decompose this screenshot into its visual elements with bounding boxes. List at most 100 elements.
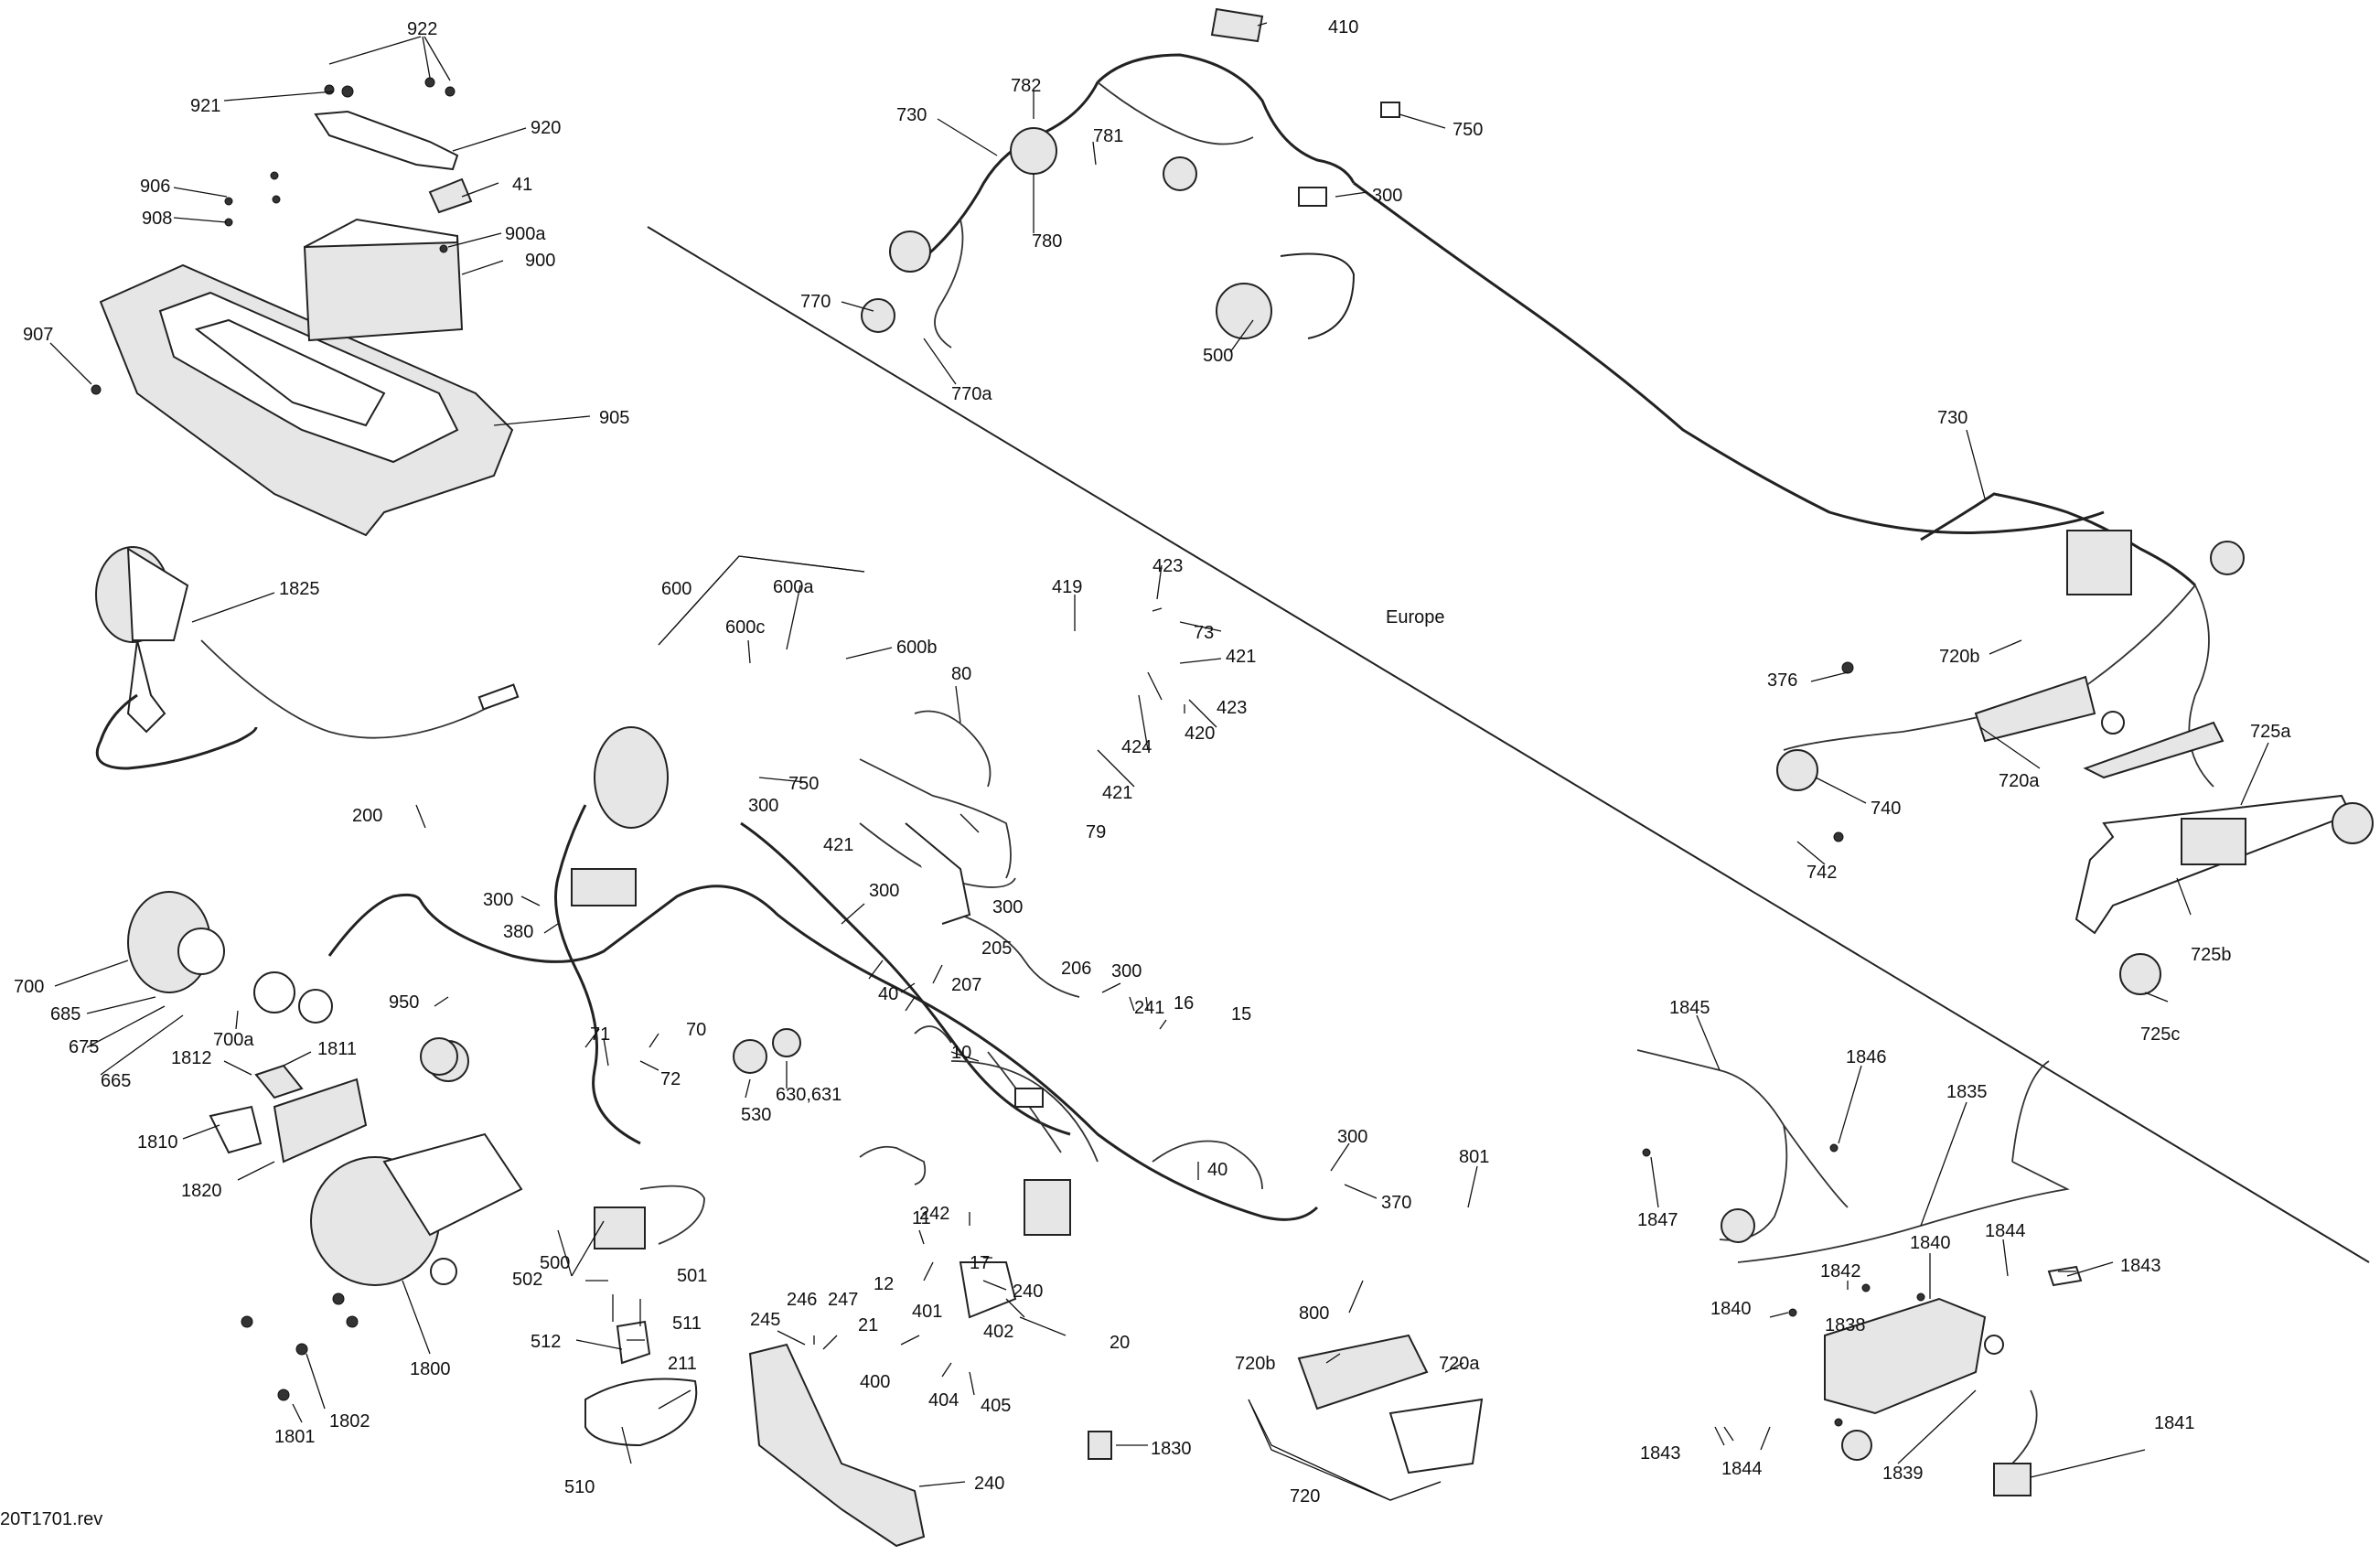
- callout-750-top: 750: [1453, 120, 1483, 140]
- callout-17: 17: [970, 1253, 990, 1273]
- callout-1843-a: 1843: [2120, 1256, 2161, 1276]
- callout-1801: 1801: [274, 1427, 316, 1447]
- callout-10: 10: [951, 1043, 971, 1063]
- callout-419: 419: [1052, 577, 1082, 597]
- callout-300-right: 300: [1337, 1127, 1367, 1147]
- callout-720a-right: 720a: [1999, 771, 2040, 791]
- callout-685: 685: [50, 1004, 80, 1024]
- callout-370: 370: [1381, 1193, 1411, 1213]
- callout-780: 780: [1032, 231, 1062, 252]
- callout-1843-b: 1843: [1640, 1443, 1681, 1464]
- main-harness-group: [327, 710, 1319, 1236]
- callout-782: 782: [1011, 76, 1041, 96]
- callout-421-b: 421: [1102, 783, 1132, 803]
- callout-1825: 1825: [279, 579, 320, 599]
- callout-920: 920: [531, 118, 561, 138]
- callout-502: 502: [512, 1270, 542, 1290]
- callout-1800: 1800: [410, 1359, 451, 1379]
- callout-900a: 900a: [505, 224, 546, 244]
- callout-600c: 600c: [725, 617, 765, 638]
- callout-950: 950: [389, 992, 419, 1013]
- callout-1812: 1812: [171, 1048, 212, 1068]
- callout-240-bottom: 240: [974, 1474, 1004, 1494]
- callout-600a: 600a: [773, 577, 814, 597]
- callout-41: 41: [512, 175, 532, 195]
- europe-harness-group: [861, 7, 2105, 534]
- revision-label: 20T1701.rev: [0, 1509, 102, 1529]
- leader-lines: [49, 22, 2269, 1501]
- callout-770a: 770a: [951, 384, 992, 404]
- callout-1811: 1811: [317, 1039, 357, 1059]
- callout-404: 404: [928, 1390, 959, 1410]
- callout-900: 900: [525, 251, 555, 271]
- callout-1839: 1839: [1882, 1464, 1924, 1484]
- callout-725c: 725c: [2140, 1024, 2180, 1045]
- region-divider: [647, 226, 2370, 1263]
- callout-380: 380: [503, 922, 533, 942]
- callout-1820: 1820: [181, 1181, 222, 1201]
- callout-1844-b: 1844: [1721, 1459, 1763, 1479]
- callout-675: 675: [69, 1037, 99, 1057]
- bracket-600: [658, 555, 865, 646]
- callout-240-mid: 240: [1013, 1282, 1043, 1302]
- callout-402: 402: [983, 1322, 1013, 1342]
- callout-720: 720: [1290, 1486, 1320, 1507]
- callout-500-top: 500: [1203, 346, 1233, 366]
- callout-40-b: 40: [1207, 1160, 1228, 1180]
- callout-908: 908: [142, 209, 172, 229]
- callout-20: 20: [1110, 1333, 1130, 1353]
- callout-423-bottom: 423: [1217, 698, 1247, 718]
- callout-423-top: 423: [1152, 556, 1183, 576]
- callout-600b: 600b: [896, 638, 938, 658]
- callout-400: 400: [860, 1372, 890, 1392]
- callout-700: 700: [14, 977, 44, 997]
- callout-21: 21: [858, 1315, 878, 1335]
- callout-720a-bottom: 720a: [1439, 1354, 1480, 1374]
- callout-73: 73: [1194, 623, 1214, 643]
- callout-206: 206: [1061, 959, 1091, 979]
- callout-730-top: 730: [896, 105, 927, 125]
- callout-907: 907: [23, 325, 53, 345]
- region-label: Europe: [1386, 607, 1445, 627]
- callout-740: 740: [1871, 799, 1901, 819]
- callout-1847: 1847: [1637, 1210, 1678, 1230]
- callout-730-right: 730: [1937, 408, 1967, 428]
- callout-15: 15: [1231, 1004, 1251, 1024]
- callout-247: 247: [828, 1290, 858, 1310]
- callout-905: 905: [599, 408, 629, 428]
- callout-720b-bottom: 720b: [1235, 1354, 1276, 1374]
- callout-40-a: 40: [878, 984, 898, 1004]
- bracket-720: [1248, 1399, 1442, 1501]
- spotlight-1825: [95, 546, 520, 770]
- callout-11: 11: [912, 1208, 931, 1228]
- callout-1840-b: 1840: [1710, 1299, 1752, 1319]
- callout-501: 501: [677, 1266, 707, 1286]
- callout-71: 71: [590, 1024, 610, 1045]
- components-group: [584, 1025, 1484, 1548]
- callout-1846: 1846: [1846, 1047, 1887, 1067]
- callout-labels: 922 921 920 906 41 908 900a 900 907 905 …: [0, 17, 2291, 1529]
- callout-1835: 1835: [1946, 1082, 1988, 1102]
- callout-781: 781: [1093, 126, 1123, 146]
- callout-300-d: 300: [483, 890, 513, 910]
- callout-1802: 1802: [329, 1411, 370, 1432]
- callout-421-a: 421: [1226, 647, 1256, 667]
- callout-500-bottom: 500: [540, 1253, 570, 1273]
- callout-630-631: 630,631: [776, 1085, 842, 1105]
- callout-207: 207: [951, 975, 981, 995]
- callout-79: 79: [1086, 822, 1106, 842]
- callout-725a: 725a: [2250, 722, 2291, 742]
- callout-420: 420: [1185, 724, 1215, 744]
- callout-72: 72: [660, 1069, 681, 1089]
- callout-241: 241: [1134, 998, 1164, 1018]
- callout-410: 410: [1328, 17, 1358, 38]
- callout-405: 405: [981, 1396, 1011, 1416]
- callout-1841: 1841: [2154, 1413, 2195, 1433]
- callout-300-top: 300: [1372, 186, 1402, 206]
- callout-246: 246: [787, 1290, 817, 1310]
- callout-421-c: 421: [823, 835, 853, 855]
- callout-921: 921: [190, 96, 220, 116]
- battery-group: [91, 77, 514, 537]
- accessory-harness-group: [1636, 1049, 2083, 1496]
